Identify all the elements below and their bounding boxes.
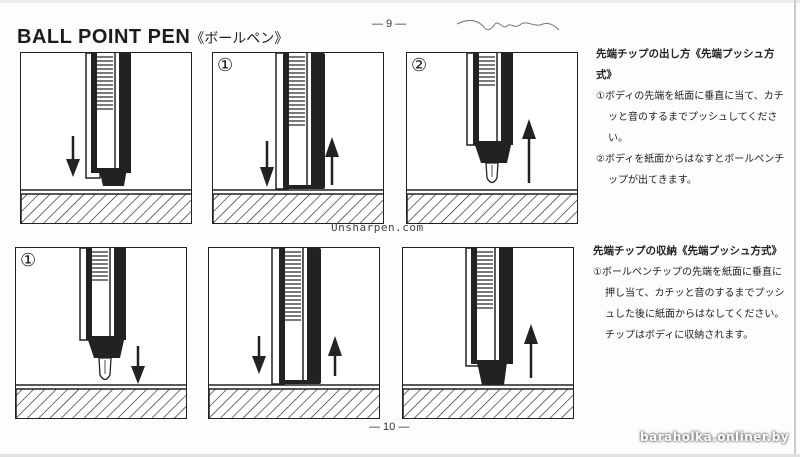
watermark-unsharpen: Unsharpen.com <box>331 221 424 234</box>
instruction-step: ①ボディの先端を紙面に垂直に当て、カチッと音のするまでプッシュしてください。 <box>596 91 784 144</box>
scan-edge-right <box>794 0 796 457</box>
step-marker: ① <box>20 250 37 271</box>
scan-edge-top <box>0 0 800 3</box>
scan-edge-bottom <box>0 454 800 457</box>
step-marker: ① <box>217 55 234 76</box>
diagram-panel-top-3: ② <box>406 52 578 224</box>
diagram-panel-top-2: ① <box>212 52 384 224</box>
diagram-panel-bottom-3 <box>402 247 574 419</box>
page-title: BALL POINT PEN《ボールペン》 <box>17 26 288 49</box>
watermark-baraholka: baraholka.onliner.by <box>640 430 790 444</box>
step-marker: ② <box>411 55 428 76</box>
instruction-step: ②ボディを紙面からはなすとボールペンチップが出てきます。 <box>596 154 785 186</box>
title-japanese: 《ボールペン》 <box>190 31 289 47</box>
diagram-panel-bottom-1: ① <box>15 247 187 419</box>
section-heading-retract: 先端チップの収納《先端プッシュ方式》 <box>593 245 782 257</box>
instructions-extend-tip: 先端チップの出し方《先端プッシュ方式》 ①ボディの先端を紙面に垂直に当て、カチッ… <box>596 44 786 191</box>
instruction-step: ①ボールペンチップの先端を紙面に垂直に押し当て、カチッと音のするまでプッシュした… <box>593 267 785 341</box>
title-english: BALL POINT PEN <box>17 26 191 48</box>
section-heading-extend: 先端チップの出し方《先端プッシュ方式》 <box>596 48 775 81</box>
page-number-top: — 9 — <box>372 18 407 30</box>
diagram-panel-top-1 <box>20 52 192 224</box>
page-number-bottom: — 10 — <box>369 421 410 433</box>
instructions-retract-tip: 先端チップの収納《先端プッシュ方式》 ①ボールペンチップの先端を紙面に垂直に押し… <box>593 241 785 346</box>
handwritten-signature <box>456 20 560 31</box>
diagram-panel-bottom-2 <box>208 247 380 419</box>
